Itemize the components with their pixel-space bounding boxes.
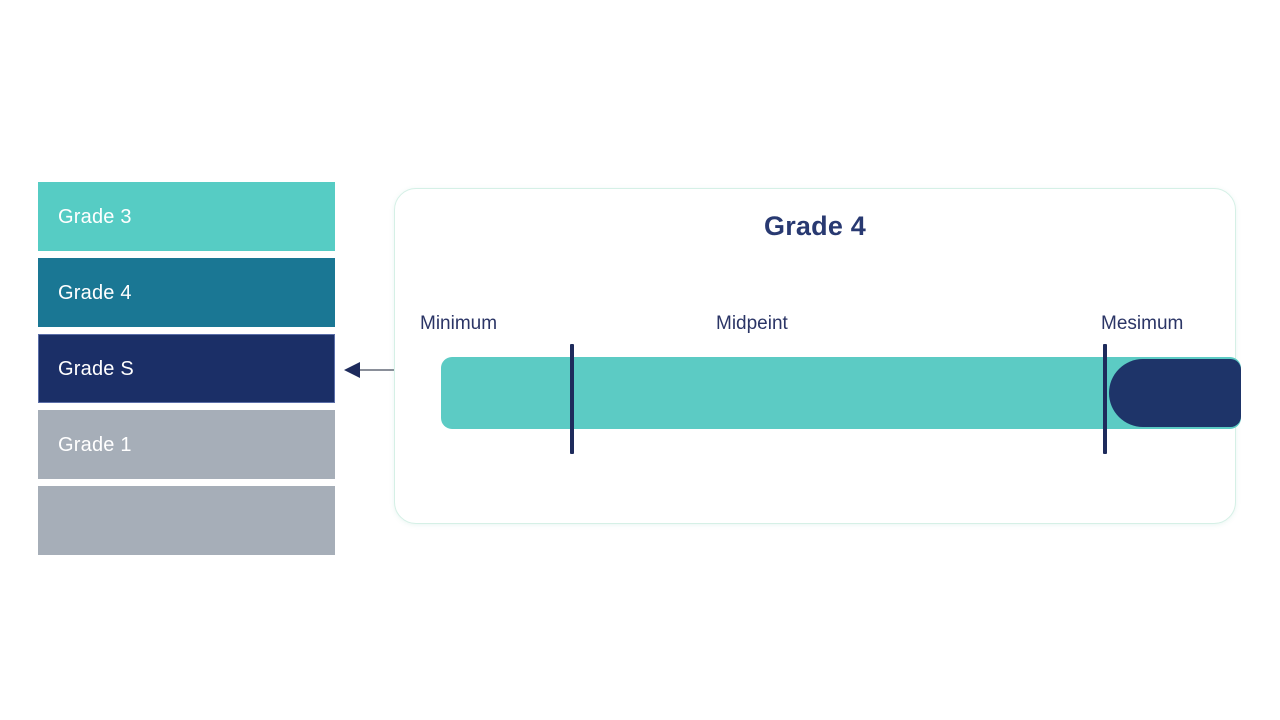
salary-range-gauge: Minimum Midpeint Mesimum bbox=[418, 313, 1241, 454]
grade-list-item[interactable]: Grade 1 bbox=[38, 410, 335, 479]
grade-list-item-label: Grade S bbox=[58, 357, 134, 380]
grade-list: Grade 3 Grade 4 Grade S Grade 1 bbox=[38, 182, 335, 562]
gauge-label-maximum: Mesimum bbox=[1101, 313, 1184, 334]
grade-list-item[interactable]: Grade 3 bbox=[38, 182, 335, 251]
gauge-upper-segment bbox=[1109, 359, 1241, 427]
grade-list-item-label: Grade 3 bbox=[58, 205, 132, 228]
gauge-label-midpoint: Midpeint bbox=[716, 313, 788, 334]
grade-list-item[interactable]: Grade 4 bbox=[38, 258, 335, 327]
grade-list-item-selected[interactable]: Grade S bbox=[38, 334, 335, 403]
grade-list-item-label: Grade 4 bbox=[58, 281, 132, 304]
connector-arrow bbox=[344, 362, 396, 378]
gauge-tick-maximum bbox=[1103, 344, 1107, 454]
gauge-tick-minimum bbox=[570, 344, 574, 454]
gauge-label-minimum: Minimum bbox=[420, 313, 498, 334]
grade-list-item[interactable] bbox=[38, 486, 335, 555]
grade-detail-card: Grade 4 Minimum Midpeint Mesimum bbox=[394, 188, 1241, 524]
grade-list-item-label: Grade 1 bbox=[58, 433, 132, 456]
gauge-track bbox=[441, 357, 1241, 429]
page-title: Grade 4 bbox=[764, 211, 866, 241]
connector-arrowhead bbox=[344, 362, 360, 378]
